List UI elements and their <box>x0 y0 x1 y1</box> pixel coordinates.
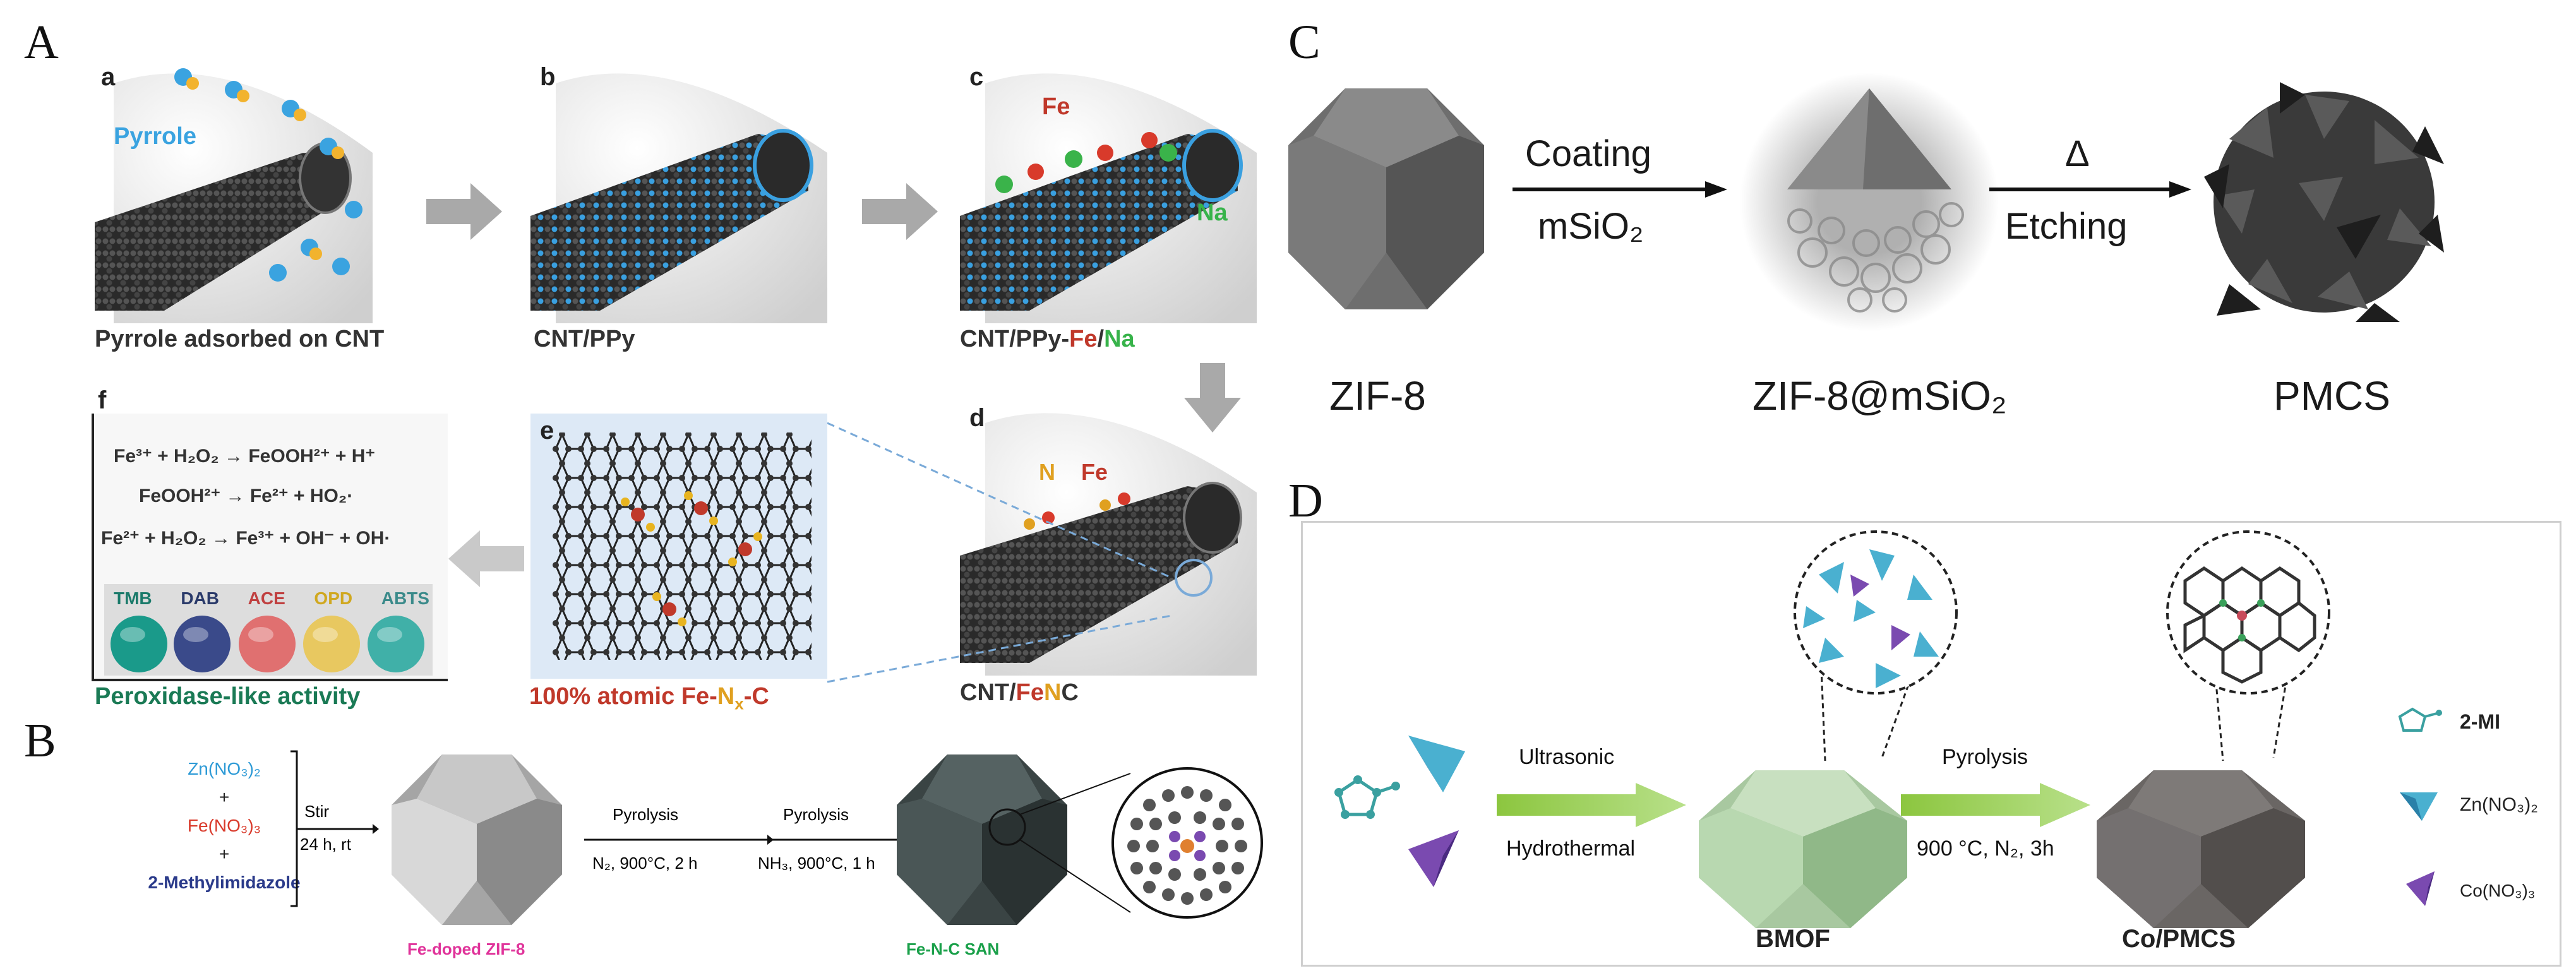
arrow-pyrolysis-d <box>1901 783 2090 827</box>
co-tetra-icon <box>2406 871 2435 906</box>
step-coating: Coating <box>1525 133 1651 174</box>
label-co-pmcs: Co/PMCS <box>2122 925 2236 953</box>
arrow-c-to-d <box>1184 363 1241 432</box>
plus-2: + <box>219 844 230 864</box>
zn-tetrahedron-icon <box>1408 736 1465 792</box>
arrow-coating <box>1513 181 1727 198</box>
cnt-pyrrole-illustration <box>95 68 373 323</box>
na-tag-c: Na <box>1197 200 1228 226</box>
fe-nx-c-lattice <box>553 432 812 660</box>
step-pyrolysis-2-cond: NH₃, 900°C, 1 h <box>758 854 875 873</box>
well-labels: TMB DAB ACE OPD ABTS <box>114 588 429 609</box>
zif8-crystal <box>1288 88 1484 309</box>
step-ultrasonic: Ultrasonic <box>1519 745 1615 769</box>
n-tag-d: N <box>1039 459 1055 485</box>
step-pyrolysis-1: Pyrolysis <box>613 805 679 824</box>
step-stir-cond: 24 h, rt <box>300 835 351 854</box>
fe-tag-d: Fe <box>1081 459 1108 485</box>
co-tetrahedron-icon <box>1408 830 1459 887</box>
label-zif8-msio2: ZIF-8@mSiO₂ <box>1752 373 2007 419</box>
sublabel-f: f <box>98 386 107 414</box>
label-zif8: ZIF-8 <box>1329 373 1426 419</box>
label-pmcs: PMCS <box>2273 373 2390 419</box>
label-fe-n-c-san: Fe-N-C SAN <box>906 939 1000 958</box>
step-pyrolysis-d: Pyrolysis <box>1942 745 2028 769</box>
legend-icons <box>2398 707 2442 906</box>
reagent-list: Zn(NO₃)₂ + Fe(NO₃)₃ + 2-Methylimidazole <box>126 754 322 897</box>
label-fe-doped-zif8: Fe-doped ZIF-8 <box>407 939 525 958</box>
arrow-ultrasonic <box>1497 783 1686 827</box>
legend-co-text: Co(NO₃)₃ <box>2460 881 2536 900</box>
reagent-methylimidazole: 2-Methylimidazole <box>148 873 301 892</box>
caption-e: 100% atomic Fe-Nx-C <box>529 683 769 713</box>
pmcs-particle <box>2204 82 2444 322</box>
panel-d-letter: D <box>1288 474 1323 527</box>
2-mi-molecule-icon <box>1334 775 1400 819</box>
legend-zn-text: Zn(NO₃)₂ <box>2460 794 2538 815</box>
precursor-group <box>1334 736 1465 887</box>
cnt-ppy-fe-na-illustration <box>960 73 1257 323</box>
panel-a-letter: A <box>24 16 59 69</box>
step-heat: Δ <box>2065 133 2090 174</box>
zif8-msio2-core-shell <box>1740 73 1999 331</box>
sublabel-b: b <box>540 63 556 91</box>
2-mi-icon <box>2398 707 2442 732</box>
step-pyrolysis-2: Pyrolysis <box>783 805 849 824</box>
well-colors <box>111 616 424 672</box>
well-label-tmb: TMB <box>114 588 152 608</box>
pyrrole-tag: Pyrrole <box>114 123 196 150</box>
sublabel-c: c <box>969 63 984 91</box>
fe-doped-zif8-crystal <box>392 754 562 925</box>
arrow-pyrolysis-nh3 <box>758 835 903 845</box>
fe-tag-c: Fe <box>1042 93 1070 120</box>
label-bmof: BMOF <box>1756 925 1830 953</box>
cnt-ppy-illustration <box>530 73 827 323</box>
step-pyrolysis-1-cond: N₂, 900°C, 2 h <box>592 854 698 873</box>
step-hydrothermal: Hydrothermal <box>1506 837 1636 861</box>
fe-n-c-san-crystal <box>897 754 1263 925</box>
panel-c-letter: C <box>1288 16 1321 69</box>
arrow-a-to-b <box>426 183 502 240</box>
zoom-lines-e <box>827 422 1172 683</box>
panel-d-frame <box>1301 521 2561 967</box>
arrow-e-to-f <box>448 530 524 587</box>
cnt-fenc-illustration <box>960 413 1257 676</box>
caption-f: Peroxidase-like activity <box>95 683 361 710</box>
well-label-dab: DAB <box>181 588 219 608</box>
step-etching: Etching <box>2005 206 2128 247</box>
well-label-abts: ABTS <box>381 588 429 608</box>
reaction-2: FeOOH²⁺ → Fe²⁺ + HO₂· <box>139 486 354 506</box>
caption-d: CNT/FeNC <box>960 679 1079 706</box>
caption-a: Pyrrole adsorbed on CNT <box>95 326 385 352</box>
reaction-1: Fe³⁺ + H₂O₂ → FeOOH²⁺ + H⁺ <box>114 446 376 467</box>
bmof-crystal <box>1699 530 1958 928</box>
arrow-b-to-c <box>862 183 938 240</box>
sublabel-a: a <box>101 63 116 91</box>
sublabel-e: e <box>540 417 554 444</box>
well-label-opd: OPD <box>314 588 353 608</box>
well-label-ace: ACE <box>248 588 285 608</box>
reaction-3: Fe²⁺ + H₂O₂ → Fe³⁺ + OH⁻ + OH· <box>101 528 391 549</box>
arrow-etching <box>1989 181 2191 198</box>
sublabel-d: d <box>969 404 985 432</box>
reagent-zn: Zn(NO₃)₂ <box>188 759 261 778</box>
panel-b-letter: B <box>24 714 56 767</box>
step-msio2: mSiO₂ <box>1538 206 1644 247</box>
co-pmcs-crystal <box>2097 530 2330 928</box>
plus-1: + <box>219 787 230 807</box>
zn-tetra-icon <box>2400 792 2438 821</box>
caption-b: CNT/PPy <box>534 326 635 352</box>
step-stir: Stir <box>304 802 329 821</box>
bracket-arrow-b <box>291 750 379 907</box>
arrow-pyrolysis-n2 <box>584 835 774 845</box>
caption-c: CNT/PPy-Fe/Na <box>960 326 1135 352</box>
reagent-fe: Fe(NO₃)₃ <box>187 816 261 835</box>
step-pyrolysis-d-cond: 900 °C, N₂, 3h <box>1917 837 2054 861</box>
legend-2mi-text: 2-MI <box>2460 710 2500 733</box>
